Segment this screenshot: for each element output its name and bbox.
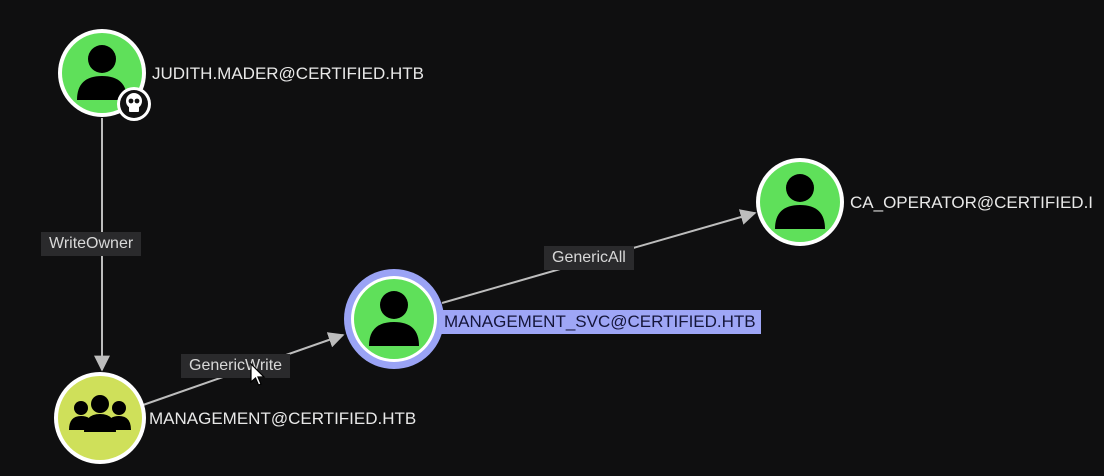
node-label-ca-operator: CA_OPERATOR@CERTIFIED.I	[850, 193, 1094, 212]
node-management-svc[interactable]	[344, 269, 444, 369]
node-judith[interactable]	[58, 29, 151, 121]
node-ca-operator[interactable]	[756, 158, 844, 246]
edge-label-genericwrite[interactable]: GenericWrite	[181, 354, 291, 378]
edge-label-writeowner[interactable]: WriteOwner	[41, 232, 142, 256]
user-icon	[369, 291, 419, 346]
node-management[interactable]	[54, 372, 146, 464]
node-label-management: MANAGEMENT@CERTIFIED.HTB	[149, 409, 417, 428]
group-icon	[69, 395, 131, 432]
user-icon	[77, 45, 127, 100]
skull-icon	[117, 87, 151, 121]
node-label-management-svc: MANAGEMENT_SVC@CERTIFIED.HTB	[439, 310, 761, 334]
edge-label-genericall[interactable]: GenericAll	[544, 246, 634, 270]
node-label-judith: JUDITH.MADER@CERTIFIED.HTB	[152, 64, 424, 83]
user-icon	[775, 174, 825, 229]
mouse-pointer-icon	[250, 363, 266, 386]
